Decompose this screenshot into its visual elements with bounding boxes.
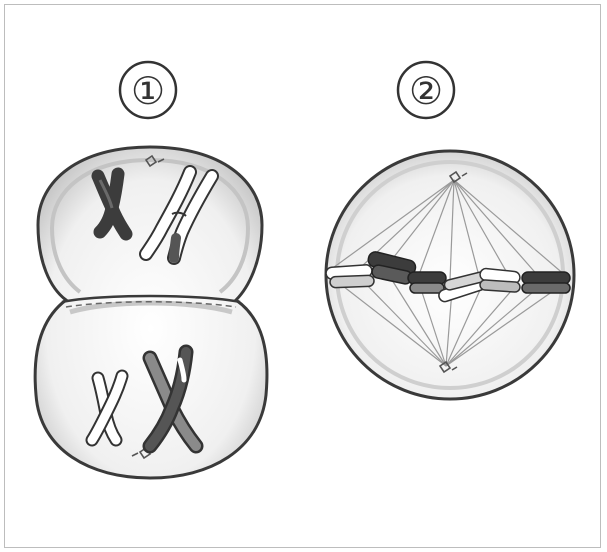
metaphase-cell xyxy=(326,151,574,399)
telophase-cell xyxy=(35,147,267,478)
panel-1-label: ① xyxy=(120,62,176,118)
label-1-text: ① xyxy=(131,69,165,113)
cell-membrane xyxy=(35,147,267,478)
label-2-text: ② xyxy=(409,69,443,113)
panel-2-label: ② xyxy=(398,62,454,118)
